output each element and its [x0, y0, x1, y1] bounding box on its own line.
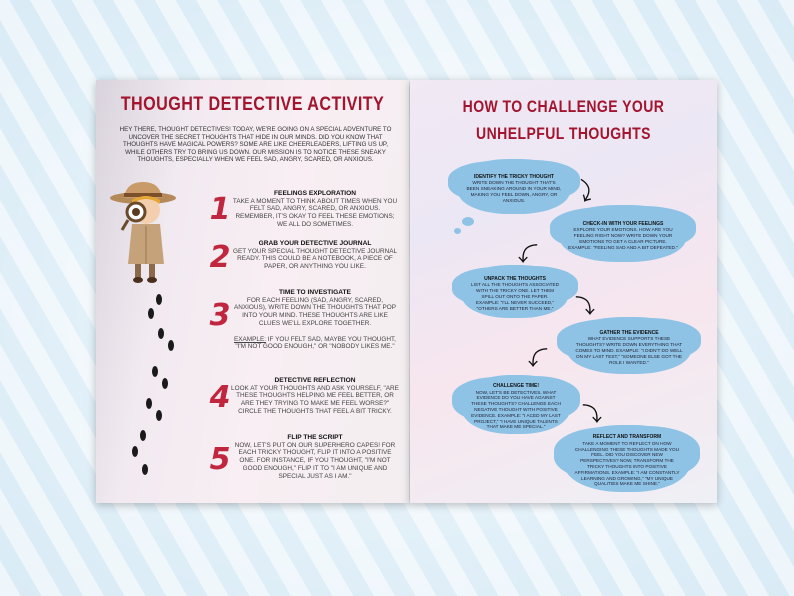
step-number-5: 5 — [209, 442, 231, 477]
detective-illustration — [110, 182, 176, 283]
page-title: HOW TO CHALLENGE YOUR UNHELPFUL THOUGHTS — [462, 98, 665, 143]
cloud-body: EXPLORE YOUR EMOTIONS. HOW ARE YOU FEELI… — [568, 227, 678, 250]
curved-arrow-icon: ⤵ — [518, 244, 538, 266]
cloud-body: WHAT EVIDENCE SUPPORTS THESE THOUGHTS? W… — [575, 336, 683, 365]
cloud-heading: GATHER THE EVIDENCE — [599, 329, 659, 336]
cloud-heading: IDENTIFY THE TRICKY THOUGHT — [473, 173, 555, 180]
curved-arrow-icon: ⤵ — [528, 348, 548, 370]
cloud-body: WRITE DOWN THE THOUGHT THAT'S BEEN SNEAK… — [466, 180, 562, 203]
step-number-4: 4 — [209, 380, 231, 415]
step-heading: FEELINGS EXPLORATION — [274, 190, 356, 197]
step-body: GET YOUR SPECIAL THOUGHT DETECTIVE JOURN… — [232, 247, 398, 271]
cloud-challenge-time: CHALLENGE TIME! NOW, LET'S BE DETECTIVES… — [462, 380, 570, 434]
example-text: IF YOU FELT SAD, MAYBE YOU THOUGHT, "I'M… — [235, 335, 396, 351]
example-label: EXAMPLE: — [234, 335, 266, 343]
step-feelings-exploration: FEELINGS EXPLORATION TAKE A MOMENT TO TH… — [231, 190, 399, 229]
cloud-heading: CHALLENGE TIME! — [492, 382, 540, 389]
curved-arrow-icon: ⤵ — [582, 404, 602, 426]
cloud-reflect-transform: REFLECT AND TRANSFORM TAKE A MOMENT TO R… — [564, 430, 690, 492]
cloud-body: TAKE A MOMENT TO REFLECT ON HOW CHALLENG… — [574, 440, 680, 487]
step-heading: GRAB YOUR DETECTIVE JOURNAL — [258, 240, 372, 247]
step-flip-the-script: FLIP THE SCRIPT NOW, LET'S PUT ON OUR SU… — [231, 434, 399, 480]
step-number-2: 2 — [209, 240, 231, 275]
step-heading: FLIP THE SCRIPT — [287, 434, 343, 441]
cloud-body: LIST ALL THE THOUGHTS ASSOCIATED WITH TH… — [470, 282, 560, 311]
cloud-body: NOW, LET'S BE DETECTIVES. WHAT EVIDENCE … — [471, 389, 561, 430]
step-body: LOOK AT YOUR THOUGHTS AND ASK YOURSELF, … — [231, 384, 399, 415]
step-number-3: 3 — [209, 298, 231, 333]
step-body: NOW, LET'S PUT ON OUR SUPERHERO CAPES! F… — [234, 441, 396, 480]
cloud-unpack-thoughts: UNPACK THE THOUGHTS LIST ALL THE THOUGHT… — [462, 270, 568, 318]
cloud-identify-thought: IDENTIFY THE TRICKY THOUGHT WRITE DOWN T… — [458, 164, 570, 214]
left-worksheet-page: THOUGHT DETECTIVE ACTIVITY HEY THERE, TH… — [96, 80, 409, 503]
curved-arrow-icon: ⤵ — [575, 296, 595, 318]
step-grab-journal: GRAB YOUR DETECTIVE JOURNAL GET YOUR SPE… — [231, 240, 399, 271]
curved-arrow-icon: ⤵ — [569, 178, 598, 208]
right-worksheet-page: HOW TO CHALLENGE YOUR UNHELPFUL THOUGHTS… — [410, 80, 717, 503]
intro-text: HEY THERE, THOUGHT DETECTIVES! TODAY, WE… — [119, 126, 392, 164]
step-body: FOR EACH FEELING (SAD, ANGRY, SCARED, AN… — [233, 296, 397, 327]
step-heading: DETECTIVE REFLECTION — [274, 377, 356, 384]
step-number-1: 1 — [209, 192, 231, 227]
cloud-check-in-feelings: CHECK-IN WITH YOUR FEELINGS EXPLORE YOUR… — [560, 210, 686, 262]
cloud-heading: CHECK-IN WITH YOUR FEELINGS — [582, 220, 664, 227]
step-time-to-investigate: TIME TO INVESTIGATE FOR EACH FEELING (SA… — [231, 289, 399, 351]
step-heading: TIME TO INVESTIGATE — [279, 289, 351, 296]
step-detective-reflection: DETECTIVE REFLECTION LOOK AT YOUR THOUGH… — [231, 377, 399, 416]
cloud-heading: REFLECT AND TRANSFORM — [592, 433, 662, 440]
cloud-gather-evidence: GATHER THE EVIDENCE WHAT EVIDENCE SUPPOR… — [567, 322, 691, 374]
page-title: THOUGHT DETECTIVE ACTIVITY — [120, 94, 385, 115]
step-body: TAKE A MOMENT TO THINK ABOUT TIMES WHEN … — [232, 197, 398, 228]
cloud-heading: UNPACK THE THOUGHTS — [484, 275, 546, 282]
